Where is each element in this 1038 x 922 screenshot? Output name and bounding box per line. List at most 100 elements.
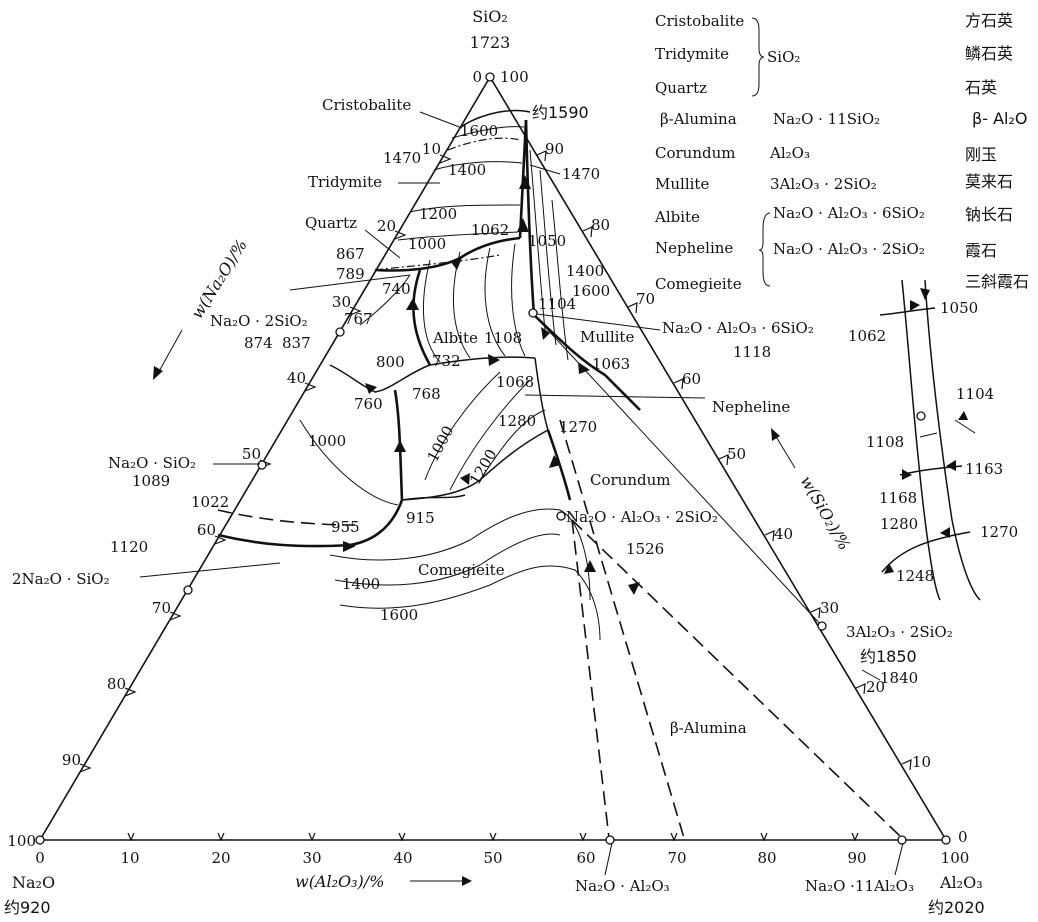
left-tick: 30 bbox=[332, 293, 351, 311]
boundary-cristobalite-top bbox=[461, 109, 531, 127]
temp-1062: 1062 bbox=[471, 221, 509, 239]
temp-1000-neph: 1000 bbox=[424, 423, 458, 465]
legend-cn: 石英 bbox=[965, 78, 997, 97]
left-tick: 90 bbox=[62, 751, 81, 769]
left-tick: 50 bbox=[242, 445, 261, 463]
inset-1062: 1062 bbox=[848, 327, 886, 345]
temp-837: 837 bbox=[282, 334, 311, 352]
legend-cn: β- Al₂O bbox=[972, 109, 1027, 128]
right-edge bbox=[489, 76, 947, 841]
compound-mullite-formula: 3Al₂O₃ · 2SiO₂ bbox=[846, 623, 953, 641]
isotherm-mullite-b bbox=[539, 169, 557, 346]
bottom-tick: 100 bbox=[941, 849, 970, 867]
temp-800: 800 bbox=[376, 353, 405, 371]
vertex-al2o3-temp: 约2020 bbox=[928, 898, 985, 917]
join-corundum-na bbox=[559, 419, 685, 839]
join-albite-mullite bbox=[533, 314, 823, 627]
inset-1104-lead bbox=[954, 419, 976, 434]
left-tick: 20 bbox=[377, 217, 396, 235]
legend-formula: 3Al₂O₃ · 2SiO₂ bbox=[770, 175, 877, 193]
inset-1108-lead bbox=[919, 432, 938, 438]
right-tick: 80 bbox=[591, 216, 610, 234]
bottom-axis-ticks: 0 10 20 30 40 50 60 70 80 90 100 bbox=[35, 849, 969, 867]
legend-sio2-group: SiO₂ bbox=[767, 48, 800, 66]
t1470-leader bbox=[529, 164, 561, 175]
nepheline-leader bbox=[524, 394, 706, 399]
isotherm-1000-ns bbox=[299, 419, 399, 506]
temp-1022: 1022 bbox=[191, 493, 229, 511]
isotherm-1400 bbox=[433, 161, 523, 171]
n11a-leader bbox=[894, 842, 904, 876]
inset-1108: 1108 bbox=[866, 433, 904, 451]
inset-1050-line bbox=[879, 307, 936, 316]
left-edge bbox=[39, 76, 491, 841]
temp-1000-ns: 1000 bbox=[308, 432, 346, 450]
legend-en: Tridymite bbox=[655, 45, 729, 63]
isotherm-1600 bbox=[451, 126, 525, 139]
legend-cn: 方石英 bbox=[965, 11, 1013, 30]
mullite-leader bbox=[861, 669, 881, 681]
boundary-nepheline-ns bbox=[393, 389, 404, 501]
compound-labels: Na₂O · 2SiO₂ 874 Na₂O · SiO₂ 1089 2Na₂O … bbox=[12, 312, 953, 895]
boundary-cristobalite-tridymite bbox=[447, 137, 521, 151]
isotherm-837 bbox=[359, 274, 411, 326]
isotherm-1200 bbox=[409, 204, 521, 213]
al2o3-axis-arrowhead bbox=[462, 876, 472, 886]
inset-left-line bbox=[901, 279, 941, 601]
temp-1600-mid: 1600 bbox=[572, 282, 610, 300]
point-n2s bbox=[183, 585, 193, 595]
legend-en: Corundum bbox=[655, 144, 736, 162]
temp-915: 915 bbox=[406, 509, 435, 527]
legend-en: Cristobalite bbox=[655, 12, 744, 30]
point-albite bbox=[528, 308, 538, 318]
temp-1400-top: 1400 bbox=[448, 161, 486, 179]
temp-1050: 1050 bbox=[528, 232, 566, 250]
isotherm-mullite-c bbox=[551, 199, 569, 361]
right-tick: 40 bbox=[774, 525, 793, 543]
compound-n2s-temp: 1120 bbox=[110, 538, 148, 556]
point-n11a bbox=[897, 835, 907, 845]
legend: Cristobalite Tridymite Quartz β-Alumina … bbox=[654, 11, 1029, 293]
inset-1280: 1280 bbox=[880, 515, 918, 533]
phase-nepheline: Nepheline bbox=[712, 398, 790, 416]
phase-beta-alumina: β-Alumina bbox=[670, 719, 747, 737]
temp-1280: 1280 bbox=[498, 412, 536, 430]
phase-mullite: Mullite bbox=[580, 328, 634, 346]
phase-quartz: Quartz bbox=[305, 214, 357, 232]
cristobalite-leader bbox=[419, 111, 463, 129]
isotherms bbox=[289, 126, 601, 641]
isotherm-1062 bbox=[397, 231, 519, 241]
temp-740: 740 bbox=[382, 280, 411, 298]
compound-n11a-formula: Na₂O ·11Al₂O₃ bbox=[805, 877, 914, 895]
right-tick: 30 bbox=[820, 599, 839, 617]
point-na bbox=[605, 835, 615, 845]
na2o-axis-arrowhead bbox=[153, 366, 163, 380]
point-ns2 bbox=[335, 327, 345, 337]
inset-1168: 1168 bbox=[879, 489, 917, 507]
isotherm-1600-low bbox=[339, 565, 601, 641]
axis-tick-marks bbox=[79, 150, 912, 842]
al2o3-axis-label: w(Al₂O₃)/% bbox=[295, 872, 384, 891]
isotherm-nepheline-c bbox=[479, 409, 546, 481]
boundary-1022-dash bbox=[217, 509, 356, 526]
compound-mullite-temp2: 1840 bbox=[880, 669, 918, 687]
compound-ns-formula: Na₂O · SiO₂ bbox=[108, 454, 196, 472]
isotherm-albite-a bbox=[423, 259, 441, 363]
vertex-na2o-temp: 约920 bbox=[4, 898, 51, 917]
isotherm-comegieite-a bbox=[329, 508, 591, 601]
left-tick: 80 bbox=[107, 675, 126, 693]
phase-cristobalite: Cristobalite bbox=[322, 96, 411, 114]
sio2-axis-arrowhead bbox=[771, 428, 780, 441]
temp-767: 767 bbox=[344, 310, 373, 328]
legend-formula: Al₂O₃ bbox=[769, 144, 810, 162]
isotherm-ns2-lead bbox=[289, 274, 411, 291]
boundary-arrows bbox=[343, 175, 640, 595]
inset-1270: 1270 bbox=[980, 523, 1018, 541]
phase-comegieite: Comegieite bbox=[418, 561, 505, 579]
bottom-tick: 30 bbox=[302, 849, 321, 867]
legend-cn: 刚玉 bbox=[965, 145, 997, 164]
legend-nepheline-brace bbox=[758, 212, 771, 287]
boundary-quartz-albite bbox=[374, 236, 521, 272]
bottom-tick: 10 bbox=[120, 849, 139, 867]
compound-mullite-temp: 约1850 bbox=[860, 647, 917, 666]
